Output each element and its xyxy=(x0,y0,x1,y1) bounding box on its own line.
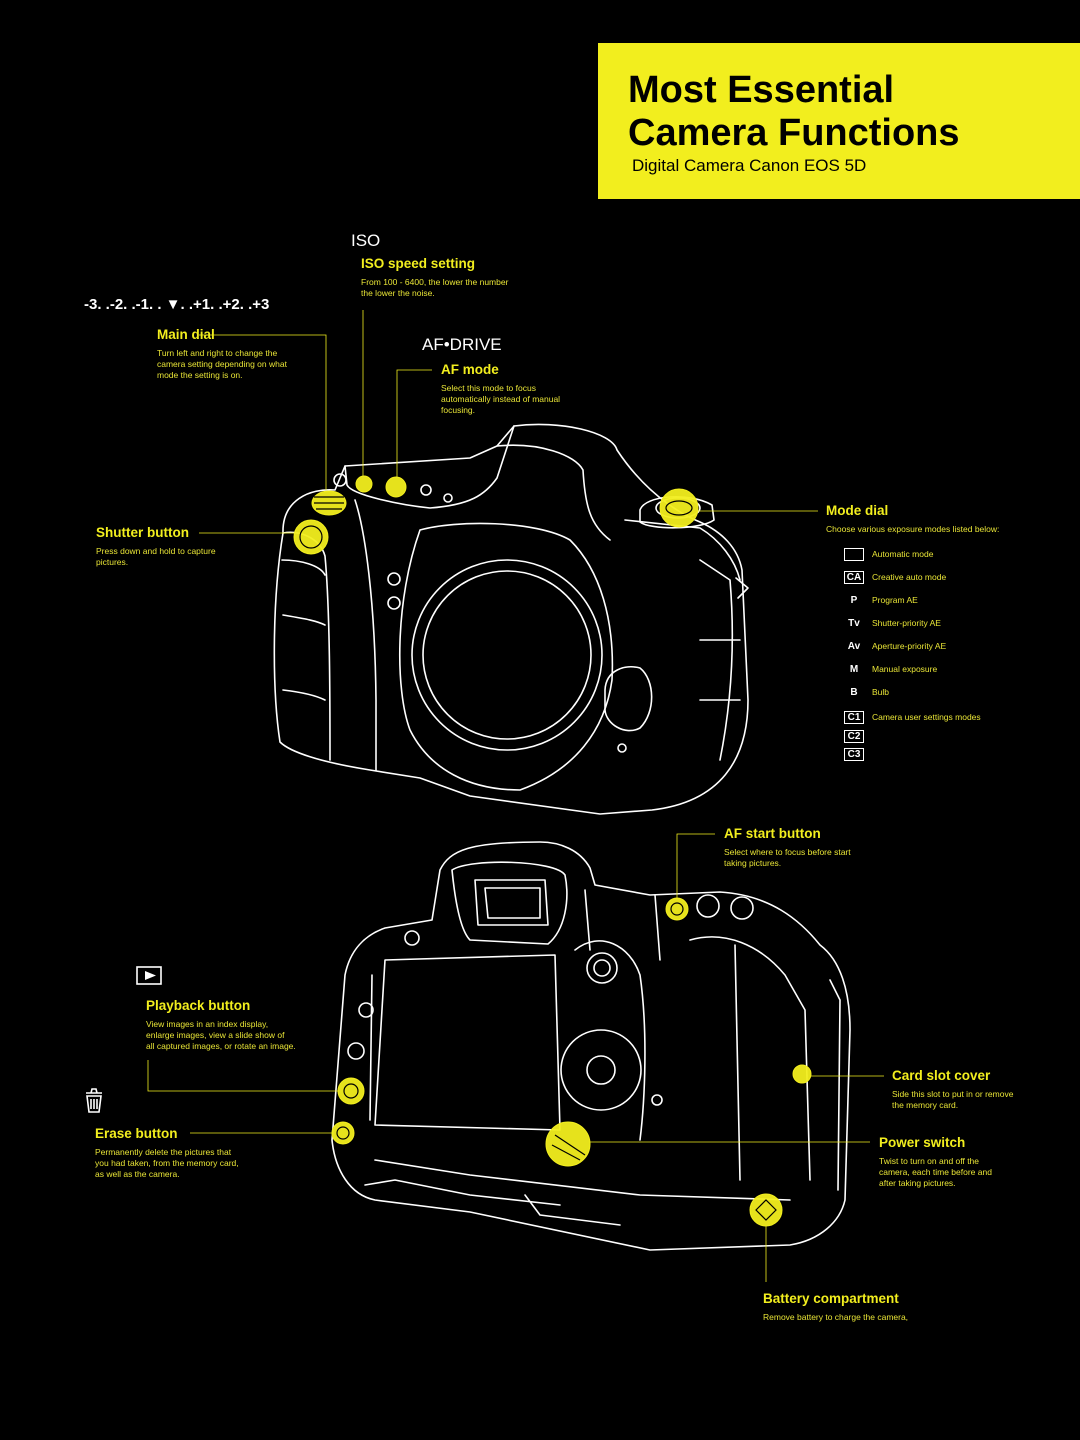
page-subtitle: Digital Camera Canon EOS 5D xyxy=(632,156,867,175)
power-switch-desc: Twist to turn on and off the camera, eac… xyxy=(879,1156,992,1188)
af-mode-desc: Select this mode to focus automatically … xyxy=(441,383,561,415)
mode-symbol: P xyxy=(850,594,858,606)
main-dial-label: Main dial xyxy=(157,327,215,342)
trash-icon xyxy=(86,1088,102,1113)
mode-symbol: M xyxy=(849,663,859,675)
page-title: Most Essential Camera Functions xyxy=(628,69,960,155)
iso-icon: ISO xyxy=(351,231,381,250)
title-line-2: Camera Functions xyxy=(628,112,960,154)
card-slot-desc: Side this slot to put in or remove the m… xyxy=(892,1089,1014,1110)
mode-label: Shutter-priority AE xyxy=(872,618,941,628)
card-slot-label: Card slot cover xyxy=(892,1068,991,1083)
mode-dial-label: Mode dial xyxy=(826,503,889,518)
mode-symbol: Av xyxy=(847,640,861,652)
marker-details xyxy=(299,496,777,1221)
mode-item: B Bulb xyxy=(844,684,889,700)
af-start-desc: Select where to focus before start takin… xyxy=(724,847,851,868)
battery-label: Battery compartment xyxy=(763,1291,899,1306)
mode-label: Camera user settings modes xyxy=(872,712,981,722)
af-drive-icon: AF•DRIVE xyxy=(422,335,502,354)
power-switch-label: Power switch xyxy=(879,1135,966,1150)
mode-label: Automatic mode xyxy=(872,549,934,559)
leader-lines xyxy=(147,310,884,1282)
mode-item: M Manual exposure xyxy=(844,661,937,677)
af-start-label: AF start button xyxy=(724,826,821,841)
mode-item: Av Aperture-priority AE xyxy=(844,638,946,654)
mode-label: Aperture-priority AE xyxy=(872,641,947,651)
shutter-label: Shutter button xyxy=(96,525,189,540)
mode-item: Tv Shutter-priority AE xyxy=(844,615,941,631)
mode-item: P Program AE xyxy=(844,592,918,608)
shutter-button-marker xyxy=(293,519,329,555)
mode-dial-marker xyxy=(659,488,699,528)
camera-back-body xyxy=(331,841,851,1251)
mode-symbol: C3 xyxy=(844,747,864,761)
iso-button-marker xyxy=(355,475,373,493)
battery-marker xyxy=(749,1193,783,1227)
af-start-leader xyxy=(676,833,715,898)
mode-label: Manual exposure xyxy=(872,664,938,674)
shutter-desc: Press down and hold to capture pictures. xyxy=(96,546,216,567)
playback-desc: View images in an index display, enlarge… xyxy=(146,1019,296,1051)
main-dial-desc: Turn left and right to change the camera… xyxy=(157,348,287,380)
card-slot-marker xyxy=(792,1064,812,1084)
mode-symbol: B xyxy=(850,686,858,698)
iso-desc: From 100 - 6400, the lower the number th… xyxy=(361,277,509,298)
af-mode-leader xyxy=(396,369,432,477)
mode-symbol xyxy=(844,547,864,561)
af-start-button-marker xyxy=(665,897,689,921)
camera-front-body xyxy=(273,423,749,815)
battery-desc: Remove battery to charge the camera, xyxy=(763,1312,909,1322)
erase-desc: Permanently delete the pictures that you… xyxy=(95,1147,239,1179)
mode-item: C1 Camera user settings modes xyxy=(844,709,981,725)
title-banner: Most Essential Camera Functions Digital … xyxy=(598,43,1080,199)
exposure-scale-icon: -3. .-2. .-1. . ▼. .+1. .+2. .+3 xyxy=(84,296,270,313)
erase-label: Erase button xyxy=(95,1126,178,1141)
af-mode-button-marker xyxy=(385,476,407,498)
mode-item: C2 xyxy=(844,728,864,744)
erase-button-marker xyxy=(331,1121,355,1145)
mode-symbol: CA xyxy=(844,570,864,584)
mode-item: C3 xyxy=(844,746,864,762)
iso-label: ISO speed setting xyxy=(361,256,476,271)
mode-symbol: Tv xyxy=(848,617,860,629)
title-line-1: Most Essential xyxy=(628,69,895,111)
main-dial-leader xyxy=(199,334,327,490)
playback-leader xyxy=(147,1060,338,1092)
mode-label: Bulb xyxy=(872,687,890,697)
mode-item: CA Creative auto mode xyxy=(844,569,946,585)
mode-symbol: C1 xyxy=(844,710,864,724)
mode-symbol: C2 xyxy=(844,729,864,743)
mode-dial-desc: Choose various exposure modes listed bel… xyxy=(826,524,1000,534)
mode-label: Creative auto mode xyxy=(872,572,947,582)
mode-item: Automatic mode xyxy=(844,546,933,562)
af-mode-label: AF mode xyxy=(441,362,499,377)
playback-icon xyxy=(136,966,162,985)
playback-label: Playback button xyxy=(146,998,251,1013)
playback-button-marker xyxy=(337,1077,365,1105)
mode-label: Program AE xyxy=(872,595,918,605)
